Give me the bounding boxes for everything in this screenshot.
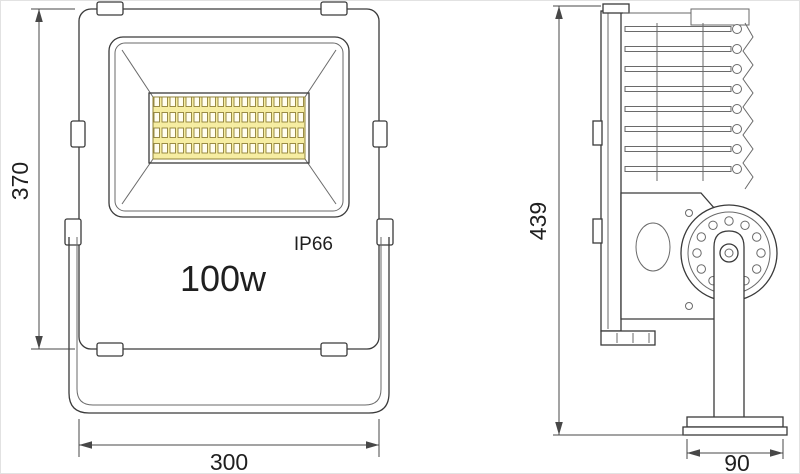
dim-front-width: 300 (78, 419, 380, 474)
heatsink-profile (742, 22, 754, 190)
arrow-right-icon (770, 449, 783, 457)
side-view (592, 3, 788, 436)
arrow-left-icon (79, 441, 92, 449)
side-tab-upper (592, 120, 603, 146)
housing-oval-detail (635, 222, 671, 272)
dim-side-height: 439 (525, 5, 685, 436)
face-plate-inner-edge (114, 42, 344, 212)
dim-front-height-label: 370 (7, 162, 33, 200)
dim-side-height-label: 439 (525, 202, 551, 240)
tab-top-left (96, 1, 124, 16)
led-panel-frame (148, 92, 310, 164)
bracket-pivot-left (64, 218, 82, 246)
arm-outline (713, 230, 745, 422)
arrow-down-icon (35, 336, 43, 349)
mounting-bracket (68, 237, 390, 414)
dim-side-depth-label: 90 (724, 450, 750, 474)
pivot-bolt (719, 243, 739, 263)
arrow-down-icon (555, 422, 563, 435)
housing-screw (685, 302, 693, 310)
arrow-right-icon (366, 441, 379, 449)
foot-plate-top (686, 416, 784, 428)
bracket-foot (682, 416, 788, 436)
foot-plate-base (682, 426, 788, 436)
tab-right-upper (372, 120, 388, 148)
tab-bottom-right (320, 342, 348, 357)
pivot-bolt-center (724, 248, 734, 258)
heatsink-top-block (690, 8, 750, 26)
tab-left-upper (70, 120, 86, 148)
bracket-pivot-right (376, 218, 394, 246)
side-tab-lower (592, 218, 603, 244)
wattage-label: 100w (180, 258, 267, 299)
front-mounting-tabs (64, 1, 394, 357)
led-panel (148, 92, 310, 164)
arrow-up-icon (35, 9, 43, 22)
dim-side-depth: 90 (686, 439, 784, 474)
side-tab-top (602, 3, 630, 14)
ip-rating-label: IP66 (294, 234, 333, 255)
heatsink-fins (623, 8, 754, 190)
side-bottom-tab (600, 330, 656, 346)
housing-screw (685, 209, 693, 217)
tab-bottom-left (96, 342, 124, 357)
dim-front-width-label: 300 (210, 449, 248, 474)
side-back-plate (600, 10, 622, 332)
reflector-bevel (121, 49, 337, 205)
tab-top-right (320, 1, 348, 16)
bracket-inner-line (76, 237, 382, 406)
bracket-arm-side (713, 230, 745, 422)
arrow-left-icon (687, 449, 700, 457)
dim-front-height: 370 (7, 8, 75, 350)
arrow-up-icon (555, 6, 563, 19)
bracket-outer-line (68, 237, 390, 414)
led-chip-grid (153, 97, 305, 159)
front-view: IP66 100w (64, 1, 394, 414)
